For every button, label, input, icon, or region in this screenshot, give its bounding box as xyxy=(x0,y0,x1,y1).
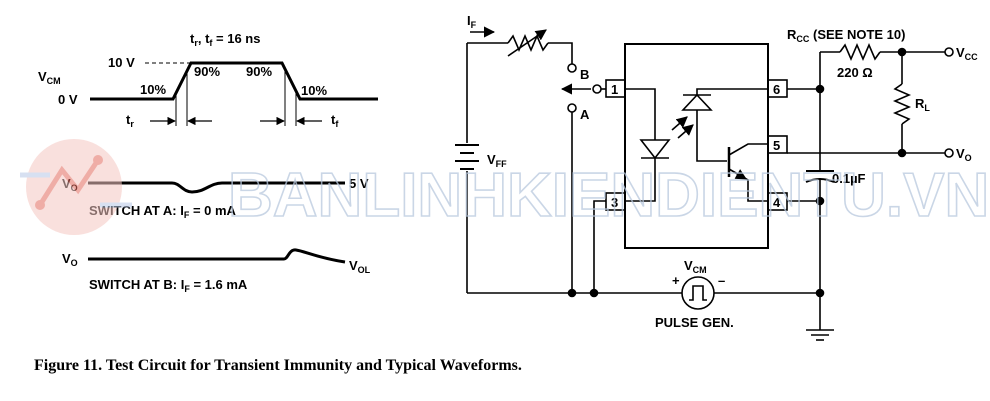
circuit-labels: IF VFF B A 1 3 6 5 4 RCC (SEE NOTE 10) 2… xyxy=(467,13,978,330)
vo-b-label: VO xyxy=(62,251,78,268)
photodiode-bottom-wire xyxy=(696,110,727,162)
vcc-label: VCC xyxy=(956,45,978,62)
pulse-plus-label: + xyxy=(672,273,680,288)
junction-bus-right xyxy=(815,288,825,298)
pin-3-wire xyxy=(593,200,606,293)
switch-terminal-b xyxy=(567,63,577,73)
vo-terminal xyxy=(944,148,954,158)
waveform-labels: tr, tf = 16 ns 10 V VCM 0 V 10% 90% 90% … xyxy=(38,31,371,294)
ten-percent-left-label: 10% xyxy=(140,82,166,97)
tr-label: tr xyxy=(126,112,134,129)
rl-label: RL xyxy=(915,96,930,113)
if-label: IF xyxy=(467,13,477,30)
photodiode-top-wire xyxy=(696,88,768,95)
vff-label: VFF xyxy=(487,152,507,169)
zero-volt-label: 0 V xyxy=(58,92,78,107)
led-emission-arrow-1 xyxy=(671,116,688,131)
capacitor-label: 0.1µF xyxy=(832,171,866,186)
pin-4-label: 4 xyxy=(773,195,781,210)
vcc-terminal xyxy=(944,47,954,57)
junction-a-bus xyxy=(567,288,577,298)
switch-b-label: SWITCH AT B: IF = 1.6 mA xyxy=(89,277,248,294)
pulse-generator-symbol xyxy=(681,276,715,310)
pin-6-label: 6 xyxy=(773,82,780,97)
watermark-text: BANLINHKIENDIENTU.VN xyxy=(228,161,989,230)
rcc-value-label: 220 Ω xyxy=(837,65,873,80)
junction-pin3-bus xyxy=(589,288,599,298)
pin-5-label: 5 xyxy=(773,138,780,153)
junction-pin4 xyxy=(815,196,825,206)
variable-resistor-arrow xyxy=(507,29,547,57)
transistor-collector xyxy=(728,143,768,156)
pulse-generator-waveform xyxy=(689,285,707,301)
switch-pivot xyxy=(592,84,602,94)
switch-b-terminal-label: B xyxy=(580,67,589,82)
tf-label: tf xyxy=(331,112,339,129)
watermark: BANLINHKIENDIENTU.VN xyxy=(20,139,990,235)
top-wire-right xyxy=(548,42,573,64)
rise-fall-time-label: tr, tf = 16 ns xyxy=(190,31,260,48)
pulse-gen-label: PULSE GEN. xyxy=(655,315,734,330)
vo-b-waveform xyxy=(88,248,346,264)
switch-a-terminal-label: A xyxy=(580,107,590,122)
led-anode-wire xyxy=(625,88,656,140)
vo-a-waveform xyxy=(88,181,345,194)
watermark-logo xyxy=(20,139,132,235)
led-cathode-wire xyxy=(625,158,656,202)
ninety-percent-right-label: 90% xyxy=(246,64,272,79)
pin-3-label: 3 xyxy=(611,195,618,210)
rcc-resistor xyxy=(839,42,881,62)
switch-terminal-a xyxy=(567,103,577,113)
vcm-label: VCM xyxy=(38,69,61,86)
photodiode-triangle xyxy=(681,93,713,111)
led-emission-arrow-2 xyxy=(677,124,694,139)
rcc-label: RCC (SEE NOTE 10) xyxy=(787,27,905,44)
figure-caption: Figure 11. Test Circuit for Transient Im… xyxy=(34,357,522,374)
vcm-pulse-waveform xyxy=(90,61,378,101)
vol-label: VOL xyxy=(349,258,371,275)
rl-resistor xyxy=(892,83,912,125)
led-triangle xyxy=(639,139,671,160)
ten-percent-right-label: 10% xyxy=(301,83,327,98)
vo-output-label: VO xyxy=(956,146,972,163)
pulse-vcm-label: VCM xyxy=(684,258,707,275)
ninety-percent-left-label: 90% xyxy=(194,64,220,79)
junction-vo xyxy=(897,148,907,158)
five-volt-label: 5 V xyxy=(349,176,369,191)
pulse-minus-label: – xyxy=(718,273,725,288)
pin-1-label: 1 xyxy=(611,82,618,97)
transistor-emitter-arrow xyxy=(733,169,747,180)
capacitor-plate-bottom xyxy=(805,178,835,183)
test-circuit xyxy=(455,26,954,341)
ten-volt-label: 10 V xyxy=(108,55,135,70)
